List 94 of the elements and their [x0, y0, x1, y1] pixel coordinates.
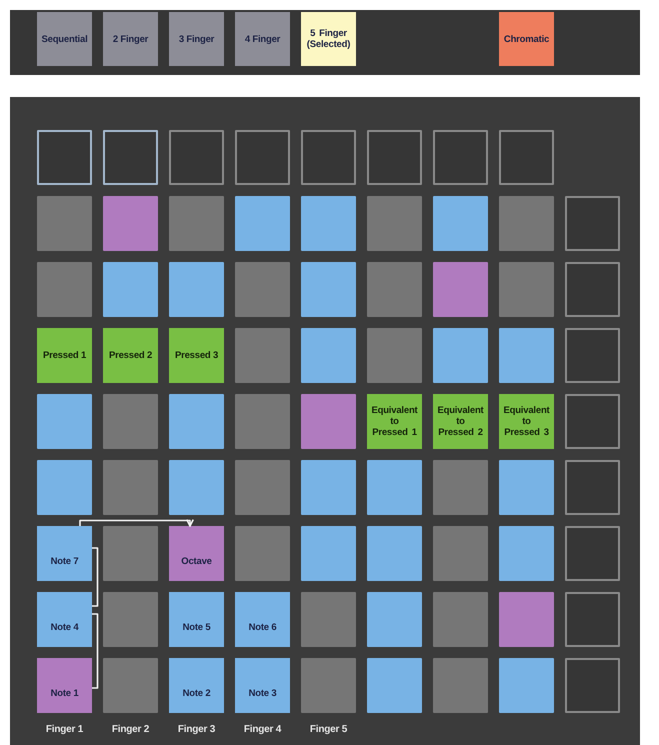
function-button: [565, 394, 620, 449]
function-button: [169, 130, 224, 185]
pad-button: [367, 328, 422, 383]
pad-button: [235, 196, 290, 251]
function-button: [565, 328, 620, 383]
pad-button: [433, 658, 488, 713]
function-button: [565, 196, 620, 251]
pad-button: [169, 460, 224, 515]
pad-button: [235, 328, 290, 383]
pad-button: [499, 196, 554, 251]
function-button: [103, 130, 158, 185]
pad-button: [235, 526, 290, 581]
pad-button: [367, 262, 422, 317]
pad-button: [103, 460, 158, 515]
finger-label: Finger 4: [244, 724, 282, 736]
pad-button: [103, 592, 158, 647]
pad-button: [169, 262, 224, 317]
pad-button: Pressed 2: [103, 328, 158, 383]
pad-button: [37, 262, 92, 317]
function-button: [565, 460, 620, 515]
function-button: [37, 130, 92, 185]
finger-label: Finger 3: [178, 724, 216, 736]
pad-button: [103, 196, 158, 251]
pad-button: [235, 262, 290, 317]
finger-label: Finger 1: [46, 724, 84, 736]
pad-button: [433, 526, 488, 581]
pad-button: Note 7: [37, 526, 92, 581]
connector-line: [92, 547, 98, 607]
pad-button: [235, 394, 290, 449]
pad-button: [433, 460, 488, 515]
pad-button: [301, 460, 356, 515]
function-button: [565, 262, 620, 317]
pad-button: [499, 526, 554, 581]
pad-button: Equivalent to Pressed 2: [433, 394, 488, 449]
connector-line: [92, 613, 98, 689]
pad-button: [367, 526, 422, 581]
pad-button: [367, 658, 422, 713]
pad-button: Equivalent to Pressed 3: [499, 394, 554, 449]
pad-button: [367, 592, 422, 647]
pad-button: [433, 196, 488, 251]
function-button: [499, 130, 554, 185]
function-button: [367, 130, 422, 185]
function-button: [235, 130, 290, 185]
mode-button: 3 Finger: [169, 12, 224, 66]
mode-button: 4 Finger: [235, 12, 290, 66]
finger-label: Finger 5: [310, 724, 348, 736]
arrow: [79, 518, 194, 527]
pad-button: Note 1: [37, 658, 92, 713]
pad-button: [169, 196, 224, 251]
pad-button: Pressed 1: [37, 328, 92, 383]
function-button: [565, 658, 620, 713]
pad-button: Note 4: [37, 592, 92, 647]
pad-button: Pressed 3: [169, 328, 224, 383]
mode-button: Chromatic: [499, 12, 554, 66]
pad-button: [499, 328, 554, 383]
function-button: [565, 592, 620, 647]
pad-button: [433, 592, 488, 647]
finger-label: Finger 2: [112, 724, 150, 736]
pad-button: [37, 460, 92, 515]
pad-button: [301, 526, 356, 581]
pad-button: [301, 262, 356, 317]
pad-button: Note 6: [235, 592, 290, 647]
pad-button: [169, 394, 224, 449]
pad-button: Octave: [169, 526, 224, 581]
mode-button: 5 Finger (Selected): [301, 12, 356, 66]
pad-button: [499, 262, 554, 317]
pad-button: [367, 460, 422, 515]
pad-button: Equivalent to Pressed 1: [367, 394, 422, 449]
pad-button: [499, 658, 554, 713]
pad-button: [37, 196, 92, 251]
pad-button: [433, 262, 488, 317]
pad-button: Note 3: [235, 658, 290, 713]
pad-button: [301, 328, 356, 383]
pad-button: [37, 394, 92, 449]
mode-button: 2 Finger: [103, 12, 158, 66]
mode-button: Sequential: [37, 12, 92, 66]
pad-button: [301, 592, 356, 647]
pad-button: [301, 658, 356, 713]
pad-button: [103, 658, 158, 713]
function-button: [301, 130, 356, 185]
pad-button: [301, 196, 356, 251]
function-button: [565, 526, 620, 581]
pad-button: [367, 196, 422, 251]
pad-button: Note 5: [169, 592, 224, 647]
pad-button: [103, 394, 158, 449]
pad-button: Note 2: [169, 658, 224, 713]
pad-button: [499, 460, 554, 515]
pad-button: [235, 460, 290, 515]
pad-button: [499, 592, 554, 647]
function-button: [433, 130, 488, 185]
pad-button: [433, 328, 488, 383]
pad-button: [103, 262, 158, 317]
pad-button: [301, 394, 356, 449]
pad-button: [103, 526, 158, 581]
